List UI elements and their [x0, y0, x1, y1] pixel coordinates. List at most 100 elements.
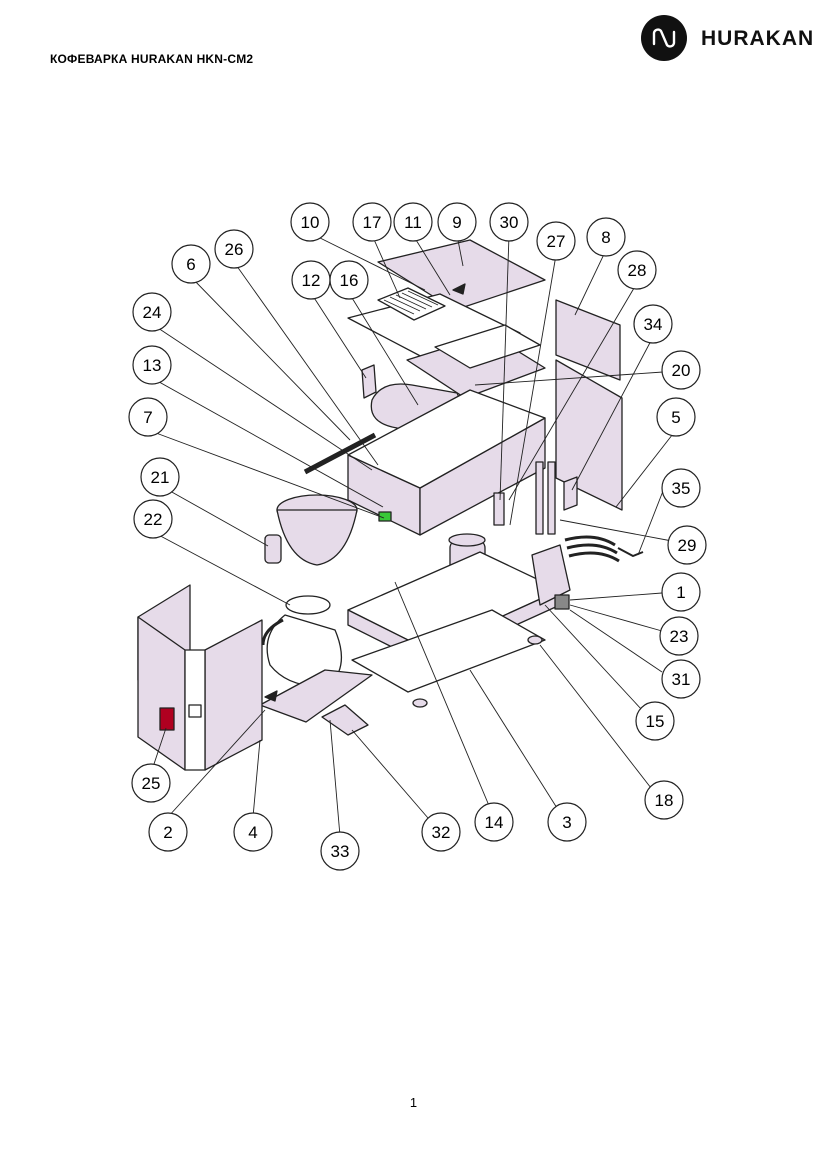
callout: 26 — [214, 229, 254, 269]
page-number: 1 — [409, 1095, 418, 1110]
callout: 20 — [661, 350, 701, 390]
part-carafe-lid — [285, 595, 331, 615]
svg-text:11: 11 — [404, 213, 422, 232]
part-rod — [303, 432, 377, 475]
svg-text:3: 3 — [562, 813, 571, 832]
svg-text:14: 14 — [485, 813, 504, 832]
callout: 1 — [661, 572, 701, 612]
svg-text:6: 6 — [186, 255, 195, 274]
svg-text:15: 15 — [646, 712, 665, 731]
svg-text:22: 22 — [144, 510, 163, 529]
part-basket-handle — [264, 534, 282, 564]
svg-text:20: 20 — [672, 361, 691, 380]
part-grille — [377, 287, 446, 321]
callout: 6 — [171, 244, 211, 284]
part-power-cord — [617, 547, 644, 557]
callout: 23 — [659, 616, 699, 656]
svg-text:17: 17 — [363, 213, 382, 232]
svg-text:28: 28 — [628, 261, 647, 280]
document-title: КОФЕВАРКА HURAKAN HKN-CM2 — [50, 52, 254, 66]
callout: 3 — [547, 802, 587, 842]
svg-text:35: 35 — [672, 479, 691, 498]
brand-logo: HURAKAN — [641, 15, 816, 63]
part-warming-plate — [259, 669, 373, 723]
part-drip-tray — [321, 704, 369, 736]
callout: 10 — [290, 202, 330, 242]
part-top-lid — [377, 239, 546, 311]
svg-text:24: 24 — [143, 303, 162, 322]
part-housing-right — [204, 619, 263, 771]
callout: 4 — [233, 812, 273, 852]
svg-text:9: 9 — [452, 213, 461, 232]
svg-text:29: 29 — [678, 536, 697, 555]
hurakan-logo-icon — [641, 15, 687, 61]
callout: 13 — [132, 345, 172, 385]
part-carafe — [266, 614, 342, 687]
callout: 24 — [132, 292, 172, 332]
part-bracket-12 — [361, 364, 377, 399]
part-pump — [493, 492, 505, 526]
svg-text:8: 8 — [601, 228, 610, 247]
callout: 14 — [474, 802, 514, 842]
part-brew-basket — [276, 509, 358, 566]
part-carafe-handle — [261, 618, 284, 646]
callout: 11 — [393, 202, 433, 242]
callout: 33 — [320, 831, 360, 871]
callout: 18 — [644, 780, 684, 820]
svg-text:32: 32 — [432, 823, 451, 842]
svg-text:4: 4 — [248, 823, 257, 842]
svg-text:10: 10 — [301, 213, 320, 232]
svg-text:7: 7 — [143, 408, 152, 427]
svg-text:1: 1 — [676, 583, 685, 602]
callout: 29 — [667, 525, 707, 565]
svg-text:31: 31 — [672, 670, 691, 689]
svg-text:23: 23 — [670, 627, 689, 646]
svg-text:27: 27 — [547, 232, 566, 251]
svg-text:18: 18 — [655, 791, 674, 810]
part-switch-23 — [554, 594, 570, 610]
part-bracket-34 — [563, 476, 578, 511]
callout: 22 — [133, 499, 173, 539]
callout: 16 — [329, 260, 369, 300]
callout: 17 — [352, 202, 392, 242]
callout: 25 — [131, 763, 171, 803]
part-window — [188, 704, 202, 718]
svg-text:33: 33 — [331, 842, 350, 861]
part-back-panel-upper — [555, 299, 621, 381]
callout: 27 — [536, 221, 576, 261]
callout: 7 — [128, 397, 168, 437]
svg-text:13: 13 — [143, 356, 162, 375]
callout: 12 — [291, 260, 331, 300]
svg-text:12: 12 — [302, 271, 321, 290]
part-tube — [535, 461, 544, 535]
part-upper-cover — [434, 324, 541, 369]
svg-text:5: 5 — [671, 408, 680, 427]
callout: 28 — [617, 250, 657, 290]
part-tube-2 — [547, 461, 556, 535]
part-power-switch — [159, 707, 175, 731]
svg-text:30: 30 — [500, 213, 519, 232]
callout: 31 — [661, 659, 701, 699]
part-back-panel-lower — [555, 359, 623, 511]
part-foot-18 — [527, 635, 543, 645]
callout: 30 — [489, 202, 529, 242]
callout: 5 — [656, 397, 696, 437]
callout: 35 — [661, 468, 701, 508]
callout: 9 — [437, 202, 477, 242]
svg-text:26: 26 — [225, 240, 244, 259]
part-body-top — [347, 389, 546, 489]
svg-text:16: 16 — [340, 271, 359, 290]
part-control-block — [531, 544, 571, 606]
callout: 32 — [421, 812, 461, 852]
part-heater — [564, 535, 620, 563]
callout: 15 — [635, 701, 675, 741]
plate-triangle-mark — [264, 690, 278, 702]
lid-triangle-mark — [452, 283, 466, 295]
part-base-plate — [351, 609, 546, 693]
callout: 21 — [140, 457, 180, 497]
svg-text:21: 21 — [151, 468, 170, 487]
brand-name: HURAKAN — [701, 27, 815, 50]
svg-text:25: 25 — [142, 774, 161, 793]
callout: 34 — [633, 304, 673, 344]
